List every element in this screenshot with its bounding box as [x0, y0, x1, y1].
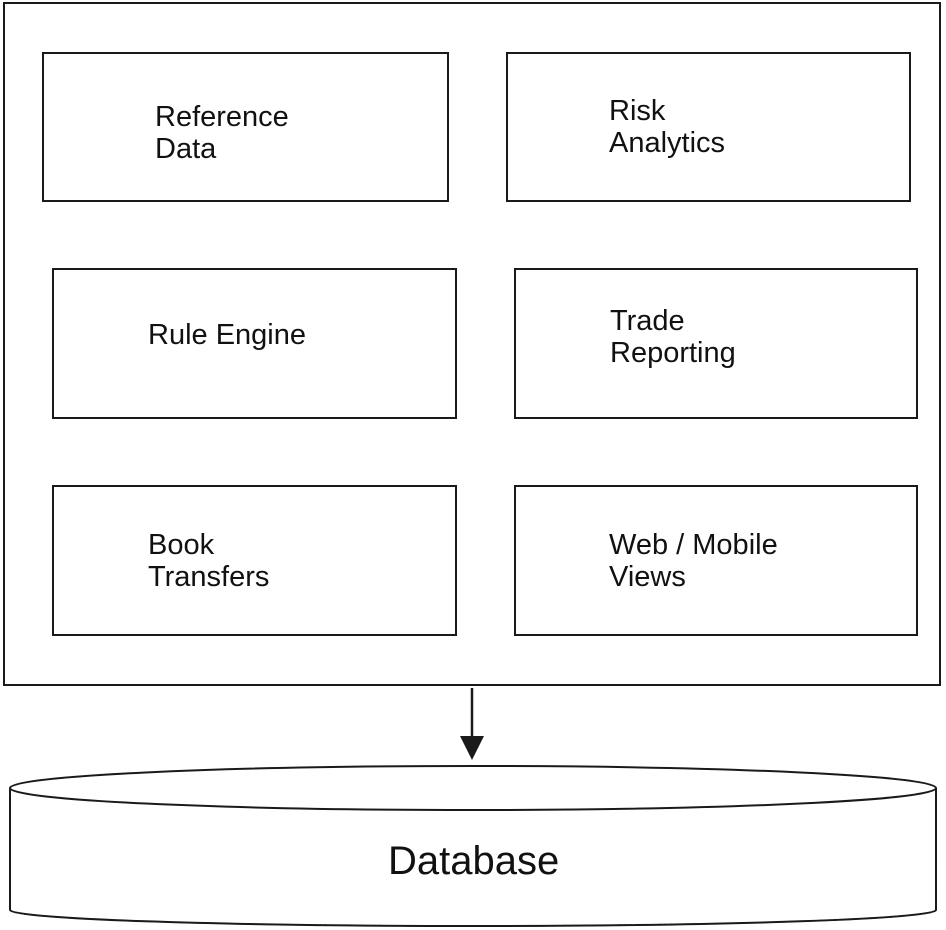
book-transfers-label: Book Transfers [148, 529, 269, 593]
risk-analytics-box: Risk Analytics [506, 52, 911, 202]
book-transfers-label-line-2: Transfers [148, 561, 270, 593]
database-cylinder-top [9, 765, 937, 811]
database-label: Database [388, 839, 560, 883]
reference-data-label-line-2: Data [155, 133, 217, 165]
reference-data-label-line-1: Reference [155, 101, 289, 133]
risk-analytics-label: Risk Analytics [609, 95, 725, 159]
book-transfers-label-line-1: Book [148, 529, 215, 561]
arrowhead-icon [460, 736, 484, 760]
web-mobile-views-box: Web / Mobile Views [514, 485, 918, 636]
rule-engine-box: Rule Engine [52, 268, 457, 419]
trade-reporting-label: Trade Reporting [610, 305, 736, 369]
risk-analytics-label-line-2: Analytics [609, 127, 726, 159]
trade-reporting-label-line-2: Reporting [610, 337, 736, 369]
reference-data-label: Reference Data [155, 101, 289, 165]
application-container [3, 2, 941, 686]
trade-reporting-box: Trade Reporting [514, 268, 918, 419]
rule-engine-label-line-1: Rule Engine [148, 319, 306, 351]
web-mobile-views-label: Web / Mobile Views [609, 529, 778, 593]
rule-engine-label: Rule Engine [148, 319, 306, 351]
risk-analytics-label-line-1: Risk [609, 95, 666, 127]
database-cylinder-bottom-dashed-edge [9, 909, 937, 927]
trade-reporting-label-line-1: Trade [610, 305, 685, 337]
reference-data-box: Reference Data [42, 52, 449, 202]
web-mobile-views-label-line-2: Views [609, 561, 686, 593]
book-transfers-box: Book Transfers [52, 485, 457, 636]
web-mobile-views-label-line-1: Web / Mobile [609, 529, 778, 561]
